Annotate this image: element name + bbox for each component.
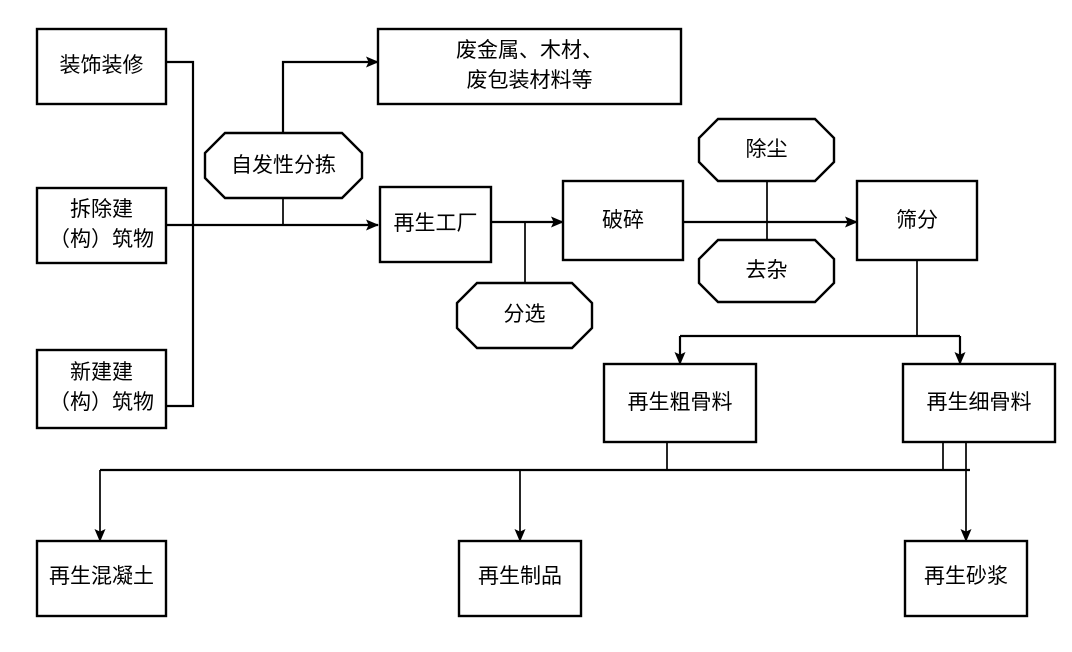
- node-recycled-concrete[interactable]: 再生混凝土: [35, 539, 168, 618]
- node-recycling-plant[interactable]: 再生工厂: [378, 185, 493, 264]
- node-new-construction-box: [35, 348, 168, 430]
- node-decoration-box: [35, 27, 168, 106]
- node-recycled-products-box: [457, 539, 583, 618]
- node-layer: 装饰装修 废金属、木材、 废包装材料等 自发性分拣 拆除建 （构）筑物: [35, 27, 1057, 618]
- node-coarse-aggregate-box: [602, 362, 758, 444]
- node-decoration-label: 装饰装修: [60, 53, 144, 77]
- node-recycled-mortar-label: 再生砂浆: [924, 564, 1008, 588]
- node-spontaneous-sort-label: 自发性分拣: [231, 153, 336, 177]
- node-decoration[interactable]: 装饰装修: [35, 27, 168, 106]
- node-recycling-plant-label: 再生工厂: [394, 211, 478, 235]
- node-crushing[interactable]: 破碎: [561, 179, 685, 262]
- node-new-construction[interactable]: 新建建 （构）筑物: [35, 348, 168, 430]
- node-new-construction-label-line1: 新建建: [70, 360, 133, 384]
- node-impurity-removal-label: 去杂: [746, 258, 788, 282]
- node-waste-materials-box: [376, 27, 683, 106]
- node-screening[interactable]: 筛分: [855, 179, 979, 262]
- node-screening-label: 筛分: [896, 208, 938, 232]
- node-dust-removal[interactable]: 除尘: [697, 117, 836, 183]
- node-demolition-box: [35, 186, 168, 265]
- node-coarse-aggregate[interactable]: 再生粗骨料: [602, 362, 758, 444]
- node-waste-materials-label-line2: 废包装材料等: [467, 68, 593, 92]
- node-crushing-label: 破碎: [602, 208, 644, 232]
- node-sorting[interactable]: 分选: [455, 281, 594, 350]
- node-coarse-aggregate-label: 再生粗骨料: [628, 390, 733, 414]
- node-fine-aggregate-label: 再生细骨料: [927, 390, 1032, 414]
- node-impurity-removal[interactable]: 去杂: [697, 238, 836, 304]
- node-recycled-concrete-box: [35, 539, 168, 618]
- node-crushing-box: [561, 179, 685, 262]
- node-impurity-removal-shape: [697, 238, 836, 304]
- node-fine-aggregate[interactable]: 再生细骨料: [901, 362, 1057, 444]
- edge-decoration-to-bus: [166, 60, 195, 225]
- node-waste-materials[interactable]: 废金属、木材、 废包装材料等: [376, 27, 683, 106]
- node-spontaneous-sort-shape: [203, 131, 364, 200]
- node-waste-materials-label-line1: 废金属、木材、: [456, 38, 603, 62]
- node-sorting-shape: [455, 281, 594, 350]
- node-fine-aggregate-box: [901, 362, 1057, 444]
- node-recycled-concrete-label: 再生混凝土: [49, 564, 154, 588]
- node-recycling-plant-box: [378, 185, 493, 264]
- node-dust-removal-label: 除尘: [746, 137, 788, 161]
- node-demolition[interactable]: 拆除建 （构）筑物: [35, 186, 168, 265]
- node-recycled-mortar[interactable]: 再生砂浆: [903, 539, 1029, 618]
- edge-sort-to-waste-materials: [281, 56, 379, 133]
- node-recycled-mortar-box: [903, 539, 1029, 618]
- node-recycled-products[interactable]: 再生制品: [457, 539, 583, 618]
- node-dust-removal-shape: [697, 117, 836, 183]
- node-demolition-label-line1: 拆除建: [70, 197, 133, 221]
- node-sorting-label: 分选: [504, 302, 546, 326]
- edge-layer: [94, 56, 972, 542]
- node-demolition-label-line2: （构）筑物: [49, 227, 154, 251]
- edge-new-construction-to-bus: [166, 225, 195, 408]
- node-spontaneous-sort[interactable]: 自发性分拣: [203, 131, 364, 200]
- node-screening-box: [855, 179, 979, 262]
- node-new-construction-label-line2: （构）筑物: [49, 390, 154, 414]
- node-recycled-products-label: 再生制品: [478, 564, 562, 588]
